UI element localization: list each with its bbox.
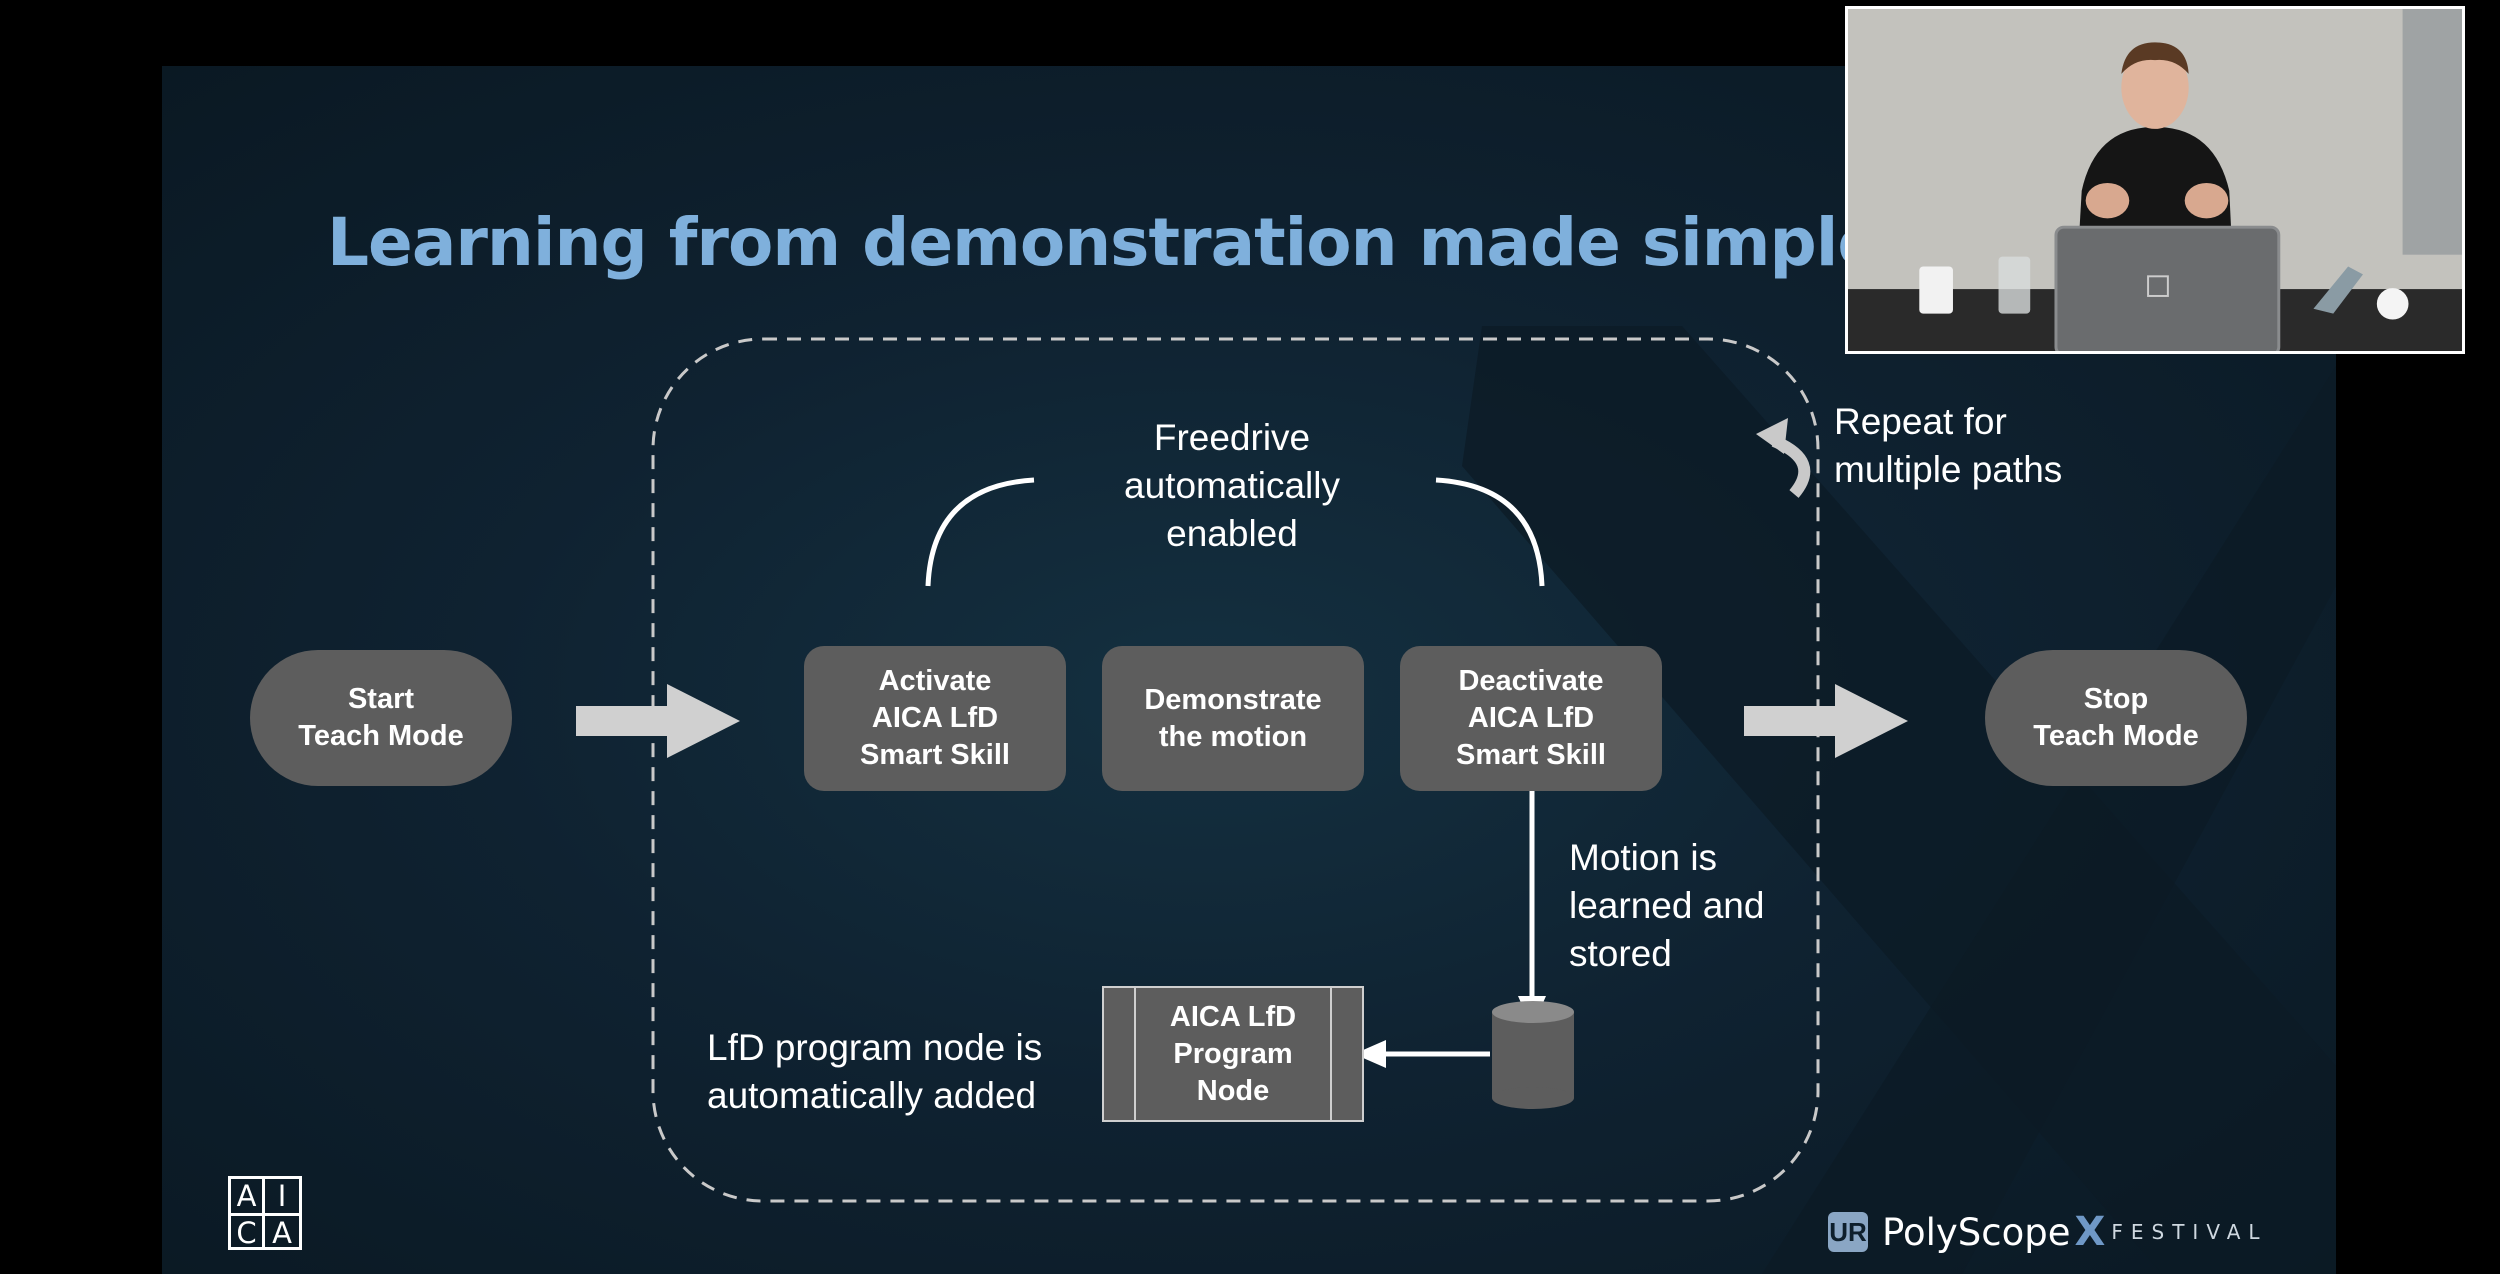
background-x-watermark xyxy=(1462,326,2336,1274)
slide-title: Learning from demonstration made simple xyxy=(327,204,1882,281)
activate-smart-skill-node: Activate AICA LfD Smart Skill xyxy=(804,646,1066,791)
demonstrate-motion-node: Demonstrate the motion xyxy=(1102,646,1364,791)
stop-teach-mode-node: Stop Teach Mode xyxy=(1985,650,2247,786)
ur-logo-icon: UR xyxy=(1828,1212,1868,1252)
polyscope-x-mark: X xyxy=(2074,1209,2106,1255)
polyscope-festival-logo: UR PolyScope X FESTIVAL xyxy=(1828,1209,2268,1255)
polyscope-wordmark: PolyScope xyxy=(1882,1210,2071,1254)
flow-diagram-connectors xyxy=(576,337,1908,1203)
motion-learned-label: Motion is learned and stored xyxy=(1569,837,1765,974)
aica-logo: A I C A xyxy=(228,1176,302,1250)
curved-loop-arrow-icon xyxy=(1756,418,1811,498)
arrow-deactivate-to-stop xyxy=(1744,684,1908,758)
freedrive-arc-left xyxy=(925,477,1035,587)
repeat-loop-boundary xyxy=(651,337,1820,1203)
repeat-paths-label: Repeat for multiple paths xyxy=(1834,401,2063,490)
start-teach-mode-node: Start Teach Mode xyxy=(250,650,512,786)
freedrive-arc-right xyxy=(1435,477,1545,587)
freedrive-label: Freedrive automatically enabled xyxy=(1124,417,1340,554)
database-cylinder-icon xyxy=(1492,1001,1574,1109)
webcam-presenter-video xyxy=(1845,6,2465,354)
arrow-start-to-activate xyxy=(576,684,740,758)
deactivate-smart-skill-node: Deactivate AICA LfD Smart Skill xyxy=(1400,646,1662,791)
lfd-node-added-label: LfD program node is automatically added xyxy=(707,1027,1043,1116)
lfd-program-node: AICA LfD Program Node xyxy=(1102,986,1364,1122)
festival-wordmark: FESTIVAL xyxy=(2111,1220,2268,1244)
